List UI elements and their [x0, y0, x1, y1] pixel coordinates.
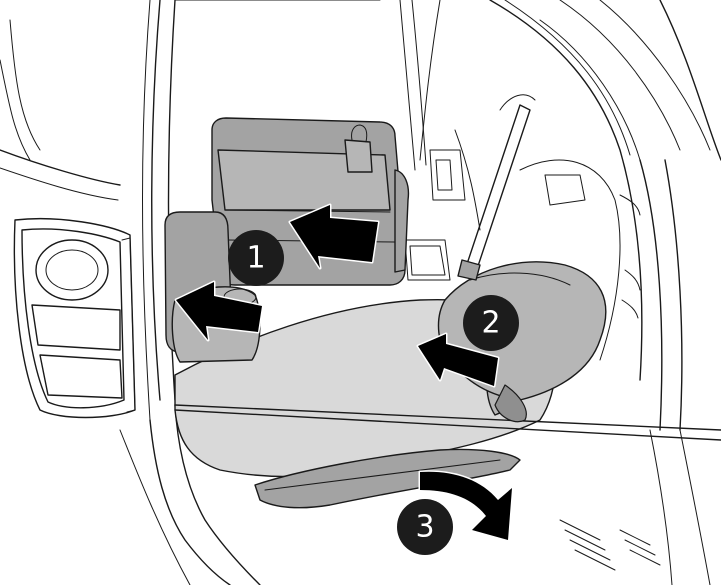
step-badge-1: 1 [228, 230, 284, 286]
step-badge-3-number: 3 [415, 510, 434, 545]
step-badge-3: 3 [397, 499, 453, 555]
step-badge-2: 2 [463, 295, 519, 351]
step-badge-2-number: 2 [481, 306, 500, 341]
step-badge-1-number: 1 [246, 241, 265, 276]
tail-lamp [14, 219, 135, 418]
